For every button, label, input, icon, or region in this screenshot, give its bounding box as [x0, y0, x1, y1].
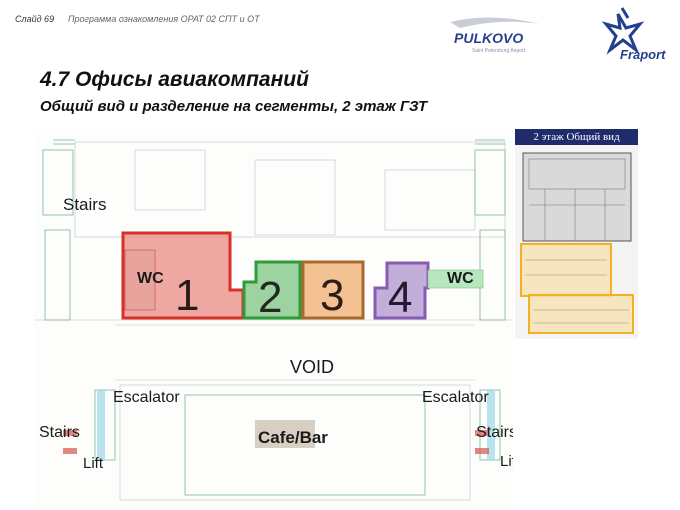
segment-2-area [242, 260, 302, 320]
segment-3-area [301, 260, 365, 320]
slide-number: Слайд 69 [15, 14, 55, 24]
label-lift-right: Lift [500, 453, 513, 470]
label-void: VOID [290, 357, 334, 377]
fraport-logo: Fraport [601, 7, 666, 62]
label-stairs-top: Stairs [63, 195, 106, 214]
label-stairs-right: Stairs [476, 424, 513, 441]
segment-3-number: 3 [320, 271, 344, 320]
page-subtitle: Общий вид и разделение на сегменты, 2 эт… [40, 98, 428, 115]
label-escalator-left: Escalator [113, 389, 180, 406]
pulkovo-logo: PULKOVO Saint Petersburg Airport [450, 17, 540, 54]
label-escalator-right: Escalator [422, 389, 489, 406]
svg-text:Fraport: Fraport [620, 47, 666, 62]
label-lift-left: Lift [83, 455, 104, 472]
segment-1-number: 1 [175, 271, 199, 320]
svg-text:PULKOVO: PULKOVO [454, 30, 523, 46]
program-text: Программа ознакомления ОРАТ 02 СПТ и ОТ [68, 14, 260, 24]
page-title: 4.7 Офисы авиакомпаний [40, 68, 309, 91]
segment-2-number: 2 [258, 273, 282, 322]
thumbnail-plan [515, 145, 638, 339]
label-wc-left: WC [137, 270, 164, 287]
thumbnail-title: 2 этаж Общий вид [515, 129, 638, 145]
label-wc-right: WC [447, 270, 474, 287]
overview-thumbnail: 2 этаж Общий вид [515, 129, 638, 339]
label-stairs-left: Stairs [39, 424, 80, 441]
svg-text:Saint Petersburg Airport: Saint Petersburg Airport [472, 48, 526, 54]
segment-4-number: 4 [388, 273, 412, 322]
label-cafe: Cafe/Bar [258, 428, 328, 447]
floor-plan: Stairs WC WC 1 2 3 4 VOID Escalator Esca… [35, 130, 513, 505]
